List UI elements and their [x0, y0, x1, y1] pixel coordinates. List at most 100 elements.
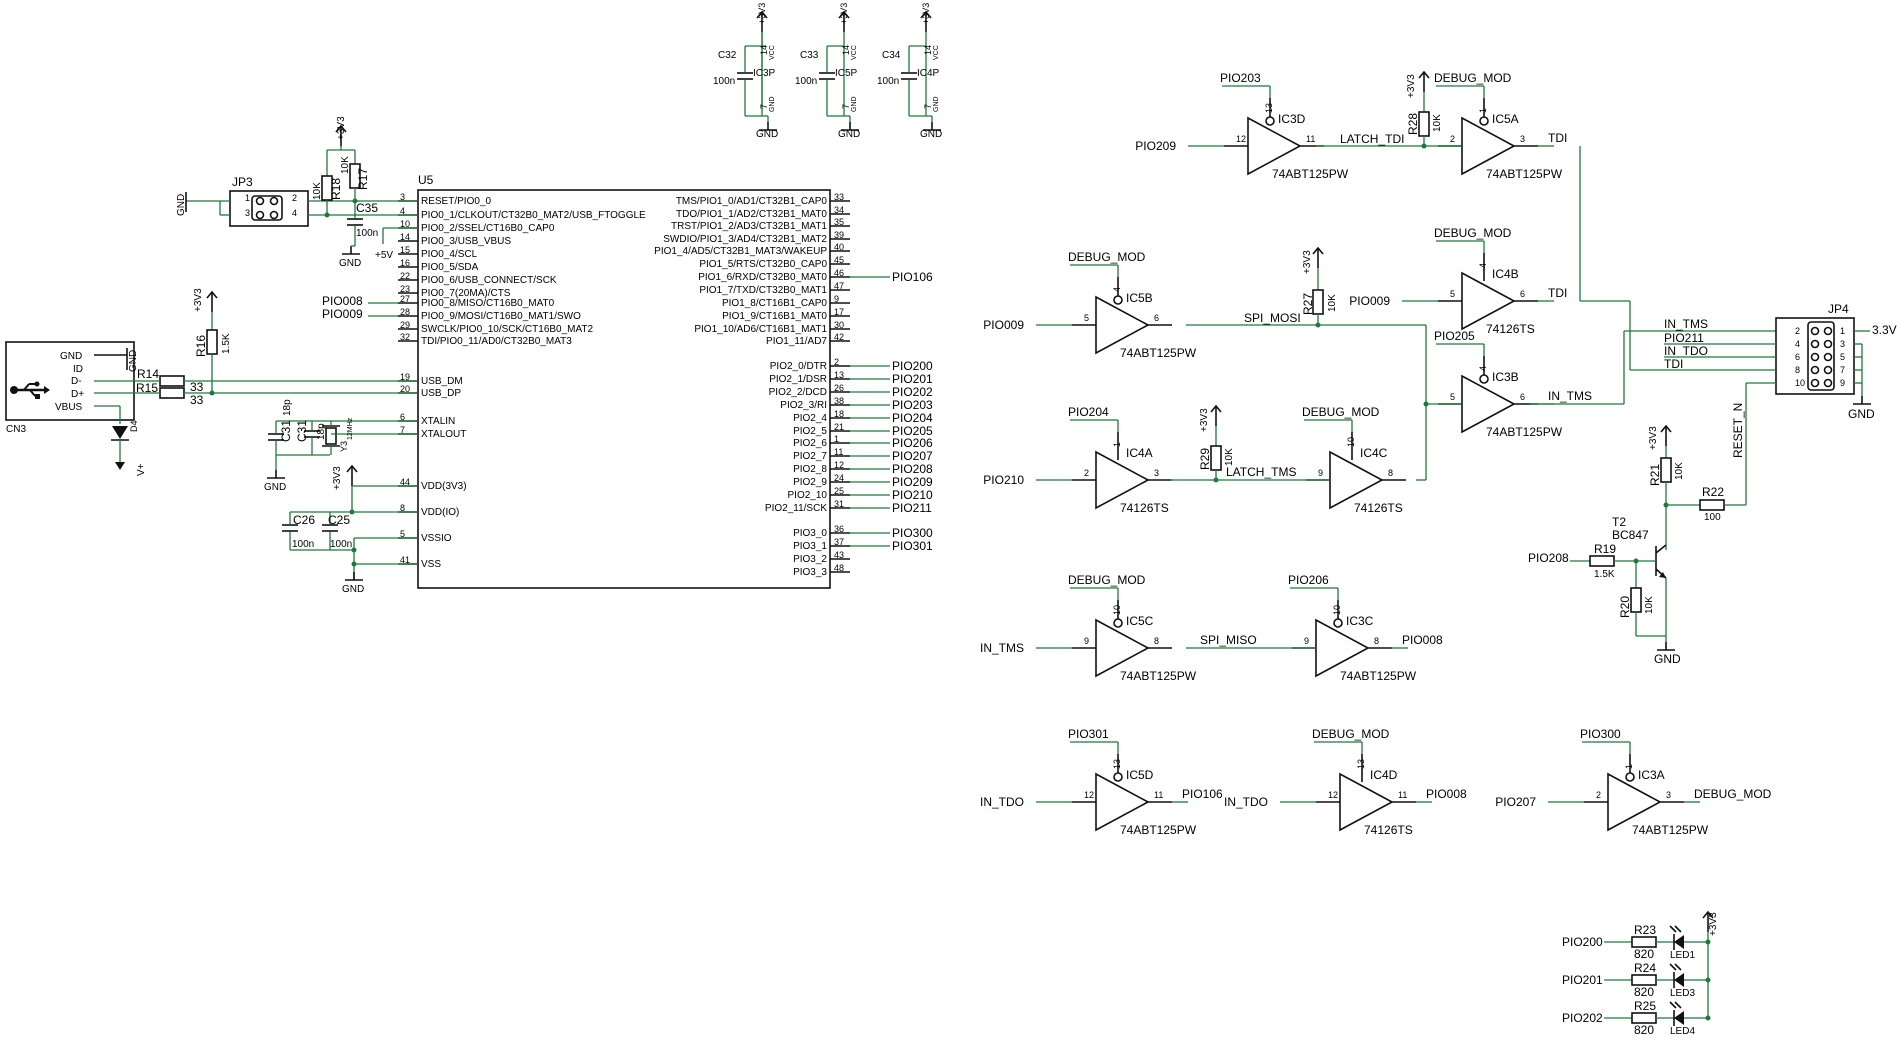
u5-right-pin-name: TRST/PIO1_2/AD3/CT32B1_MAT1 [671, 221, 827, 232]
jp4-left-pin-number: 10 [1795, 378, 1805, 388]
gate-enable-bubble [1113, 295, 1123, 305]
gate-ref: IC4C [1360, 446, 1388, 460]
u5-left-pin-number: 27 [400, 294, 410, 304]
u5-right-pin-number: 2 [834, 357, 839, 367]
u5-left-pin-number: 44 [400, 477, 410, 487]
gate-out-net: IN_TMS [1548, 389, 1592, 403]
r18-ref: R18 [329, 178, 343, 200]
gate-out-net: PIO008 [1426, 787, 1467, 801]
gnd-label: GND [920, 129, 942, 140]
power-block-ic5p: +3V3 14 VCC 7 GND C33 100n IC5P GND [795, 3, 860, 140]
vplus-label: V+ [136, 463, 147, 476]
u5-right-pin-number: 24 [834, 473, 844, 483]
gate-part: 74ABT125PW [1120, 823, 1197, 837]
gate-enable-bubble [1479, 116, 1489, 126]
u5-net-label: PIO205 [892, 424, 933, 438]
u5-left-pin-name: VDD(IO) [421, 507, 459, 518]
gate-part: 74126TS [1120, 501, 1169, 515]
jp4-net-tdi: TDI [1664, 357, 1683, 371]
u5-right-pin-name: PIO2_1/DSR [769, 374, 827, 385]
u5-left-pin-number: 41 [400, 555, 410, 565]
y3-value: 12MHz [347, 417, 354, 440]
u5-right-pin-name: SWDIO/PIO1_3/AD4/CT32B1_MAT2 [663, 234, 827, 245]
jp4-pin-hole [1823, 326, 1833, 336]
r17-value: 10K [340, 156, 351, 174]
buffer-triangle [1095, 618, 1150, 678]
gate-enable-pin-number: 10 [1112, 605, 1122, 615]
usb-pin-id: ID [73, 364, 83, 375]
r21-value: 10K [1674, 462, 1685, 480]
gate-ref: IC4D [1370, 768, 1398, 782]
gate-interconnects: LATCH_TDI +3V3 R28 10K SPI_MOSI +3V3 R27… [1170, 71, 1776, 649]
gate-part: 74126TS [1486, 322, 1535, 336]
u5-right-pin-name: PIO1_9/CT16B1_MAT0 [722, 311, 827, 322]
r16-supply: +3V3 [193, 288, 204, 312]
u5-net-label: PIO211 [892, 501, 932, 515]
reset-transistor-circuit: +3V3 R21 10K R22 100 T2 BC847 PIO208 R19… [1528, 425, 1746, 666]
gate-in-net: IN_TDO [1224, 795, 1268, 809]
r28-value: 10K [1432, 114, 1443, 132]
jp4-right-pin-number: 1 [1840, 326, 1845, 336]
c35-ref: C35 [356, 201, 378, 215]
vdd-decoupling: +3V3 GND C26 100n C25 100n [281, 465, 418, 595]
net-latch-tdi: LATCH_TDI [1340, 132, 1404, 146]
gate-enable-net: DEBUG_MOD [1312, 727, 1390, 741]
buffer-triangle [1329, 450, 1384, 510]
gate-ref: IC5B [1126, 291, 1153, 305]
u5-right-pin-number: 13 [834, 370, 844, 380]
u5-left-pin-number: 32 [400, 332, 410, 342]
gate-enable-net: PIO203 [1220, 71, 1261, 85]
r29-ref: R29 [1198, 448, 1212, 470]
buffer-triangle [1095, 450, 1150, 510]
r14-ref: R14 [137, 367, 159, 381]
gate-enable-net: PIO204 [1068, 405, 1109, 419]
r27-supply: +3V3 [1302, 250, 1313, 274]
c35-value: 100n [356, 228, 378, 239]
gate-out-pin-number: 8 [1388, 468, 1393, 478]
net-spi-miso: SPI_MISO [1200, 633, 1257, 647]
u5-left-pin-name: USB_DM [421, 376, 463, 387]
gate-ref: IC3D [1278, 112, 1306, 126]
u5-left-pin-number: 19 [400, 372, 410, 382]
u5-right-pin-number: 40 [834, 242, 844, 252]
u5-right-pin-name: PIO2_6 [793, 438, 827, 449]
u5-left-pin-name: XTALIN [421, 416, 455, 427]
u5-net-label: PIO210 [892, 488, 933, 502]
gate-out-pin-number: 6 [1520, 392, 1525, 402]
buffer-triangle [1247, 116, 1302, 176]
u5-right-pin-name: PIO2_5 [793, 426, 827, 437]
u5-right-pin-number: 42 [834, 332, 844, 342]
r28-ref: R28 [1406, 113, 1420, 135]
gate-out-pin-number: 3 [1154, 468, 1159, 478]
r29-value: 10K [1224, 448, 1235, 466]
gate-in-net: PIO209 [1135, 139, 1176, 153]
buffer-triangle [1095, 295, 1150, 355]
gate-out-net: PIO106 [1182, 787, 1223, 801]
jp4-pin-hole [1810, 326, 1820, 336]
u5-net-label: PIO200 [892, 359, 933, 373]
gate-enable-net: PIO301 [1068, 727, 1109, 741]
gate-enable-bubble [1113, 772, 1123, 782]
c35-gnd: GND [339, 258, 361, 269]
gate-in-pin-number: 5 [1450, 392, 1455, 402]
jp4-pin-hole [1810, 339, 1820, 349]
u5-left-pin-name: SWCLK/PIO0_10/SCK/CT16B0_MAT2 [421, 324, 594, 335]
vcc-pin-number: 14 [923, 45, 933, 55]
gate-part: 74ABT125PW [1340, 669, 1417, 683]
led-ref: LED4 [1670, 1026, 1695, 1037]
net-spi-mosi: SPI_MOSI [1244, 311, 1301, 325]
c31b-ref: C31 [295, 420, 309, 442]
r19-ref: R19 [1594, 542, 1616, 556]
gate-in-net: IN_TDO [980, 795, 1024, 809]
jp4-pin-hole [1810, 352, 1820, 362]
buffer-triangle [1461, 271, 1516, 331]
